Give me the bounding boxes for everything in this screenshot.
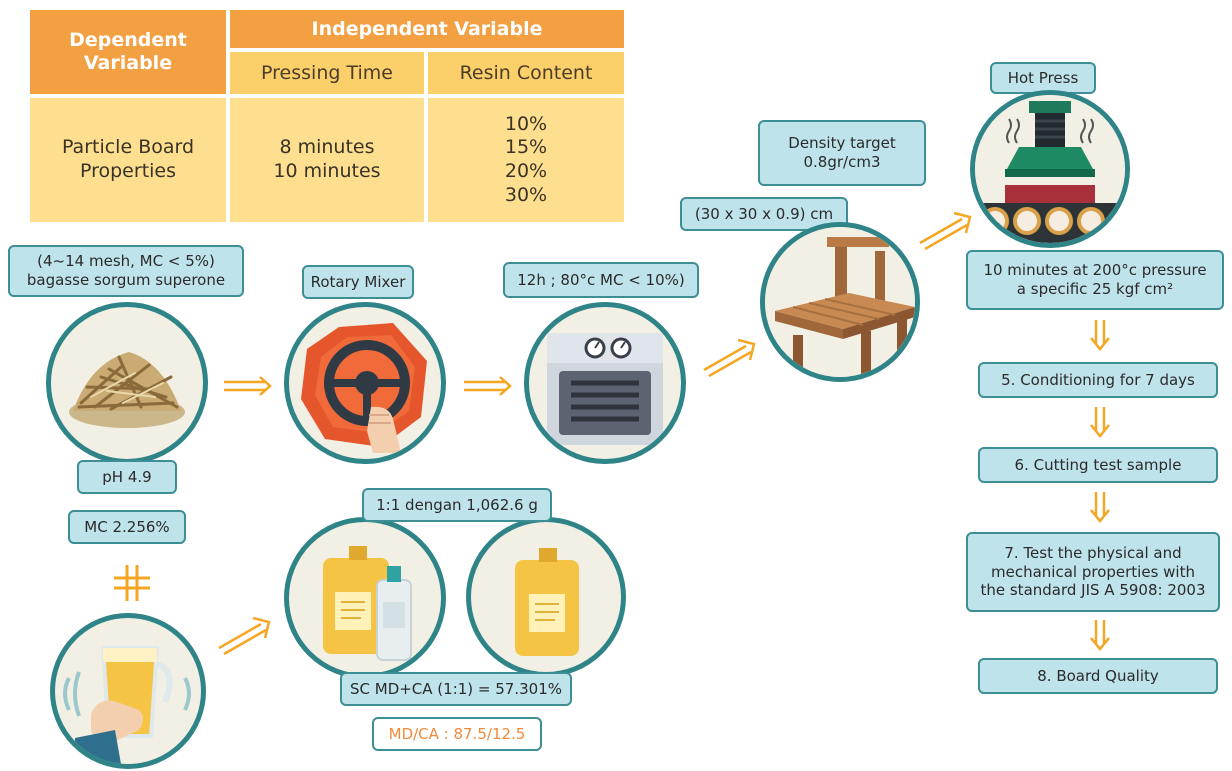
juice-pitcher-circle [50,613,206,769]
bagasse-icon [69,352,185,428]
resin-content-header: Resin Content [428,52,624,94]
arrow-mixer-to-oven [464,376,512,396]
forming-table-icon [765,227,915,377]
rotary-mixer-circle [284,302,446,464]
resin-mix-circle-1 [284,517,446,679]
dependent-variable-header: Dependent Variable [30,10,226,94]
resin-mix-circle-2 [466,517,626,677]
step7-testing: 7. Test the physical and mechanical prop… [966,532,1220,612]
juice-pitcher-icon [63,646,191,764]
step6-cutting: 6. Cutting test sample [978,447,1218,483]
arrow-down-2 [1090,407,1110,438]
hot-press-icon [975,95,1125,243]
resin-content-values-cell: 10% 15% 20% 30% [428,98,624,222]
arrow-down-1 [1090,320,1110,351]
step8-board-quality: 8. Board Quality [978,658,1218,694]
ph-label: pH 4.9 [77,460,177,494]
arrow-bagasse-to-mixer [224,376,272,396]
density-target-label: Density target 0.8gr/cm3 [758,120,926,186]
oven-icon [547,333,663,445]
arrow-forming-to-press [919,211,972,251]
resin-jug-icon-single [515,548,579,656]
plus-icon [114,565,150,601]
arrow-down-3 [1090,492,1110,523]
particle-board-properties-cell: Particle Board Properties [30,98,226,222]
pressing-time-values-cell: 8 minutes 10 minutes [230,98,424,222]
hot-press-circle [970,90,1130,248]
ratio-label: 1:1 dengan 1,062.6 g [362,488,552,522]
bagasse-circle [46,302,208,464]
md-ca-ratio-label: MD/CA : 87.5/12.5 [372,717,542,751]
raw-material-label: (4~14 mesh, MC < 5%) bagasse sorgum supe… [8,245,244,297]
arrow-down-4 [1090,620,1110,651]
independent-variable-header: Independent Variable [230,10,624,48]
solid-content-label: SC MD+CA (1:1) = 57.301% [340,672,572,706]
oven-circle [524,302,686,464]
resin-jug-icon [323,546,412,661]
rotary-mixer-icon [301,323,427,453]
hot-press-label: Hot Press [990,62,1096,94]
step5-conditioning: 5. Conditioning for 7 days [978,362,1218,398]
press-conditions-label: 10 minutes at 200°c pressure a specific … [966,250,1224,310]
forming-circle [760,222,920,382]
arrow-pitcher-to-resin [218,616,271,656]
oven-conditions-label: 12h ; 80°c MC < 10%) [503,262,699,298]
mc-label: MC 2.256% [68,510,186,544]
pressing-time-header: Pressing Time [230,52,424,94]
rotary-mixer-label: Rotary Mixer [302,265,414,299]
arrow-oven-to-forming [703,338,756,378]
